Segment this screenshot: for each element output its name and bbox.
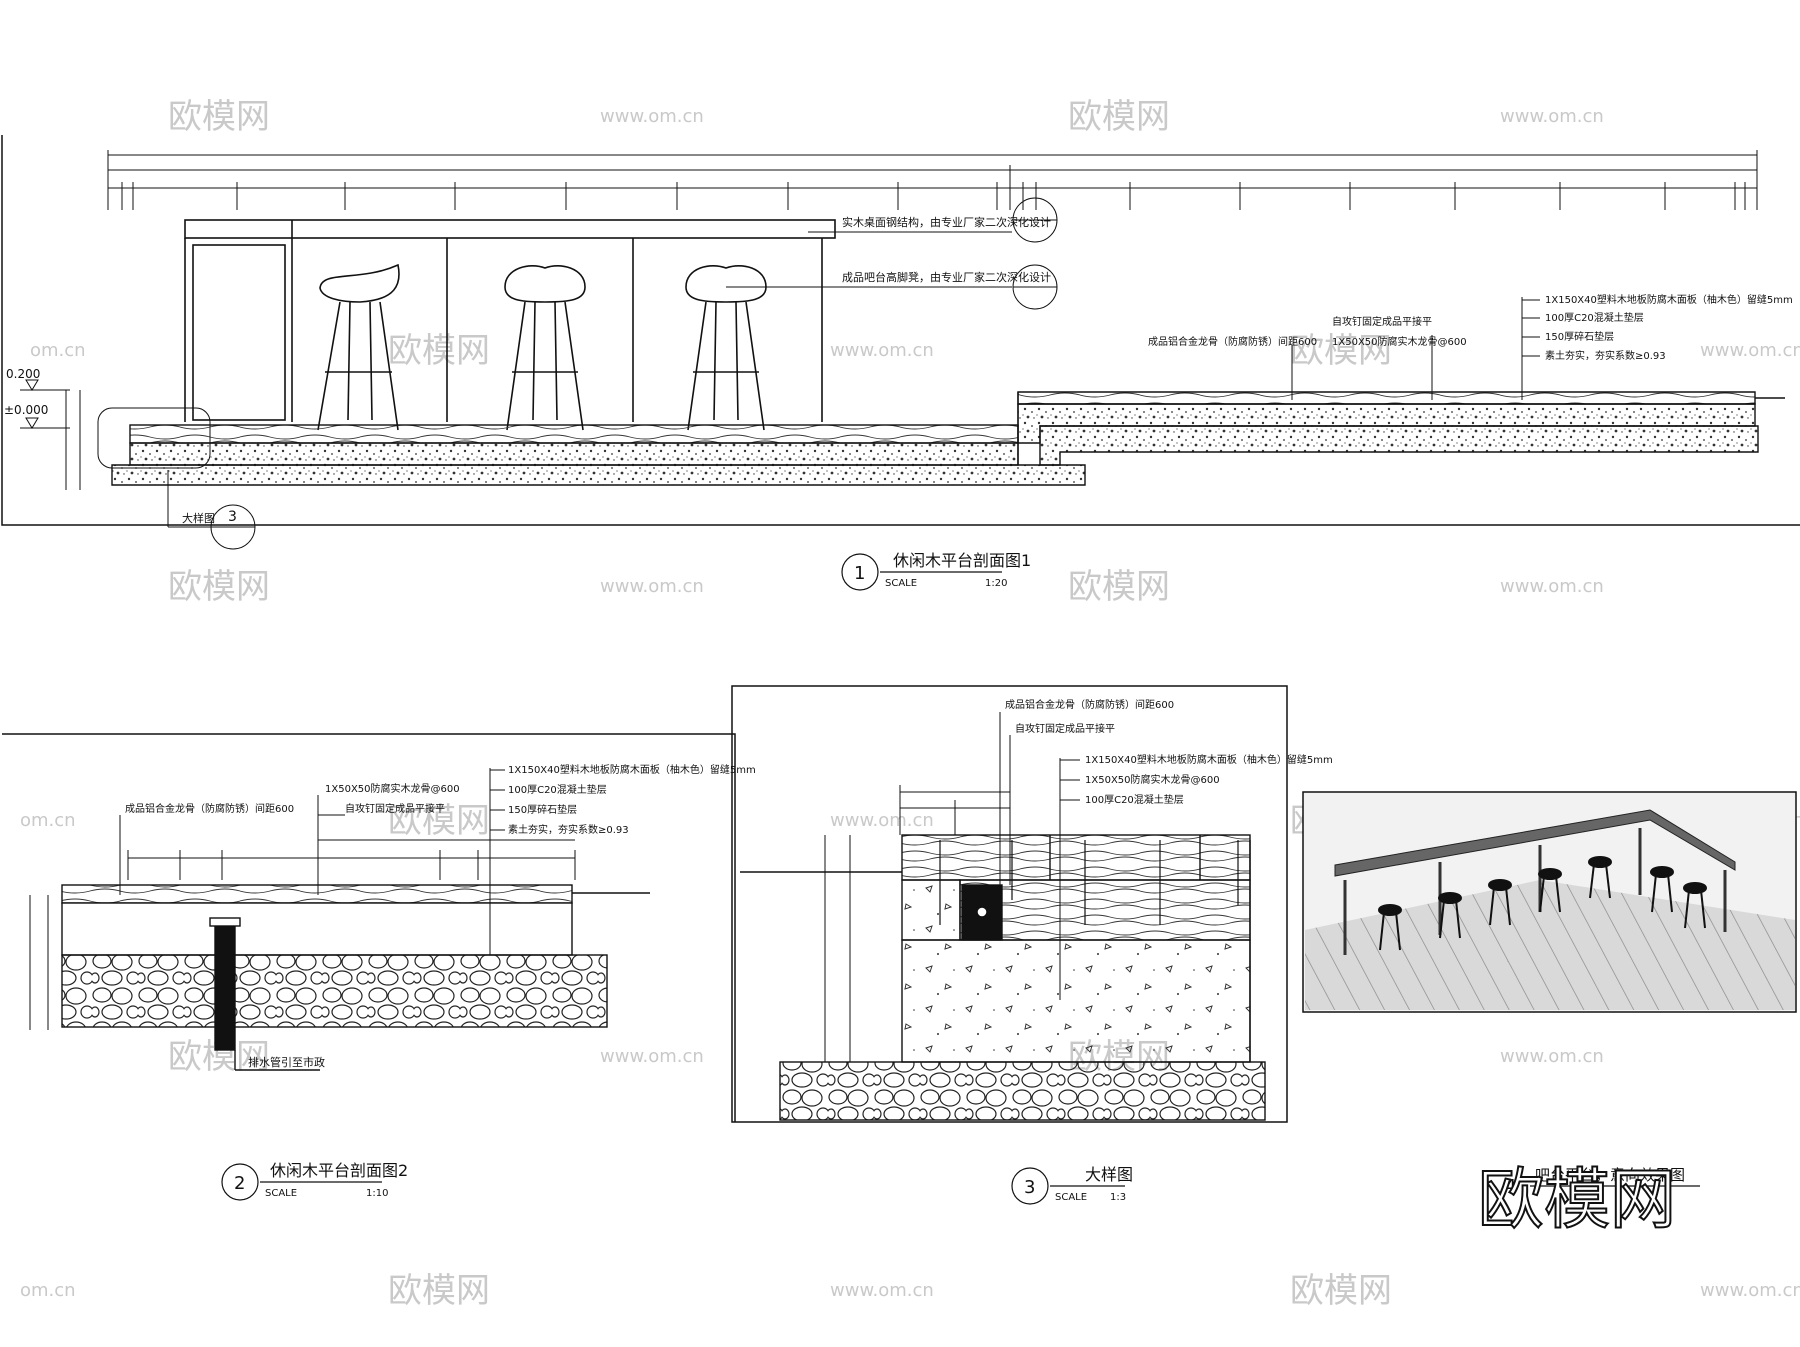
- title-scale-value-2: 1:10: [366, 1188, 388, 1199]
- dimension-chains: [107, 150, 1758, 210]
- right-note-leaders: [1291, 297, 1540, 400]
- detail-callout-number: 3: [228, 509, 237, 525]
- title-text-3: 大样图: [1085, 1165, 1133, 1184]
- watermark-brand: 欧模网: [388, 801, 490, 841]
- title-block-1: [841, 553, 1002, 591]
- watermark-site: www.om.cn: [600, 1046, 704, 1067]
- title-number-1: 1: [854, 563, 865, 584]
- watermark-brand: 欧模网: [1068, 567, 1170, 607]
- title-scale-label-3: SCALE: [1055, 1192, 1087, 1203]
- title-number-3: 3: [1024, 1177, 1035, 1198]
- watermark-site: www.om.cn: [600, 106, 704, 127]
- ground-layers-2: [61, 884, 650, 1071]
- title-block-3: [1011, 1167, 1125, 1205]
- notes-leaders-2: [119, 768, 505, 955]
- bar-stool: [504, 264, 586, 431]
- note-2-7: 素土夯实，夯实系数≥0.93: [508, 823, 629, 836]
- watermark-site: www.om.cn: [1500, 576, 1604, 597]
- watermark-site: www.om.cn: [1700, 1280, 1800, 1301]
- rendering-4: 4 吧台平台，意向效果图 欧模网: [1302, 791, 1797, 1239]
- bar-stool: [685, 264, 767, 431]
- notes-leaders-3: [999, 712, 1080, 1000]
- title-block-2: [221, 1163, 382, 1201]
- detail-drawing-3: 成品铝合金龙骨（防腐防锈）间距600 自攻钉固定成品平接平 1X150X40塑料…: [731, 685, 1333, 1205]
- section-drawing-2: 排水管引至市政 成品铝合金龙骨（防腐防锈）间距600 1X50X50防腐实木龙骨…: [2, 733, 756, 1201]
- screws: [939, 840, 1239, 925]
- note-2-4: 1X150X40塑料木地板防腐木面板（柚木色）留缝5mm: [508, 763, 756, 776]
- title-number-4: 4: [1505, 1176, 1516, 1197]
- note-right-2: 自攻钉固定成品平接平: [1332, 315, 1432, 328]
- title-scale-label-1: SCALE: [885, 578, 917, 589]
- elevation-base-label: ±0.000: [4, 403, 48, 417]
- note-3-3: 1X150X40塑料木地板防腐木面板（柚木色）留缝5mm: [1085, 753, 1333, 766]
- note-right-7: 素土夯实，夯实系数≥0.93: [1545, 349, 1666, 362]
- watermark-site: om.cn: [30, 340, 86, 361]
- watermark-site: www.om.cn: [1500, 1046, 1604, 1067]
- note-2-3: 自攻钉固定成品平接平: [345, 802, 445, 815]
- bar-stool: [317, 263, 400, 431]
- watermark-site: www.om.cn: [600, 576, 704, 597]
- watermark-brand: 欧模网: [388, 331, 490, 371]
- title-number-2: 2: [234, 1173, 245, 1194]
- watermark-brand-large: 欧模网: [1478, 1161, 1676, 1238]
- ground-layers: [111, 391, 1785, 486]
- note-3-5: 100厚C20混凝土垫层: [1085, 793, 1184, 806]
- watermark-site: www.om.cn: [830, 810, 934, 831]
- detail-ref-label: 大样图: [182, 511, 215, 525]
- watermark-brand: 欧模网: [1068, 97, 1170, 137]
- note-right-3: 1X50X50防腐实木龙骨@600: [1332, 335, 1467, 348]
- watermark-site: www.om.cn: [1500, 106, 1604, 127]
- note-bar-top: 实木桌面钢结构，由专业厂家二次深化设计: [842, 215, 1051, 229]
- elevation-marks: [20, 379, 211, 490]
- note-2-2: 1X50X50防腐实木龙骨@600: [325, 782, 460, 795]
- watermark-site: www.om.cn: [830, 1280, 934, 1301]
- title-text-1: 休闲木平台剖面图1: [893, 551, 1031, 570]
- title-scale-value-3: 1:3: [1110, 1192, 1126, 1203]
- title-scale-label-2: SCALE: [265, 1188, 297, 1199]
- note-2-5: 100厚C20混凝土垫层: [508, 783, 607, 796]
- note-right-4: 1X150X40塑料木地板防腐木面板（柚木色）留缝5mm: [1545, 293, 1793, 306]
- note-3-4: 1X50X50防腐实木龙骨@600: [1085, 773, 1220, 786]
- watermark-brand: 欧模网: [388, 1271, 490, 1311]
- note-3-2: 自攻钉固定成品平接平: [1015, 722, 1115, 735]
- watermark-site: om.cn: [20, 1280, 76, 1301]
- note-right-6: 150厚碎石垫层: [1545, 330, 1614, 343]
- title-text-4: 吧台平台，意向效果图: [1535, 1166, 1685, 1184]
- bar-counter: [184, 219, 836, 422]
- note-2-6: 150厚碎石垫层: [508, 803, 577, 816]
- title-text-2: 休闲木平台剖面图2: [270, 1161, 408, 1180]
- bar-stools-rendering: [1378, 856, 1707, 951]
- elevation-top-label: 0.200: [6, 367, 40, 381]
- watermark-brand: 欧模网: [168, 567, 270, 607]
- note-bar-stool: 成品吧台高脚凳，由专业厂家二次深化设计: [842, 270, 1051, 284]
- note-right-5: 100厚C20混凝土垫层: [1545, 311, 1644, 324]
- watermark-brand: 欧模网: [168, 97, 270, 137]
- detail-layers: [740, 834, 1266, 1121]
- note-2-1: 成品铝合金龙骨（防腐防锈）间距600: [125, 802, 294, 815]
- watermark-site: om.cn: [20, 810, 76, 831]
- watermark-site: www.om.cn: [830, 340, 934, 361]
- leader-lines: [167, 197, 1058, 550]
- title-scale-value-1: 1:20: [985, 578, 1007, 589]
- watermark-brand: 欧模网: [1290, 1271, 1392, 1311]
- dimension-chain-2: [29, 839, 576, 1030]
- pipe-note: 排水管引至市政: [248, 1055, 325, 1069]
- watermark-site: www.om.cn: [1700, 340, 1800, 361]
- note-right-1: 成品铝合金龙骨（防腐防锈）间距600: [1148, 335, 1317, 348]
- section-drawing-1: 0.200 ±0.000 实木桌面钢结构，由专业厂家二次深化设计 成品吧台高脚凳…: [1, 135, 1800, 591]
- watermark-brand: 欧模网: [1290, 331, 1392, 371]
- note-3-1: 成品铝合金龙骨（防腐防锈）间距600: [1005, 698, 1174, 711]
